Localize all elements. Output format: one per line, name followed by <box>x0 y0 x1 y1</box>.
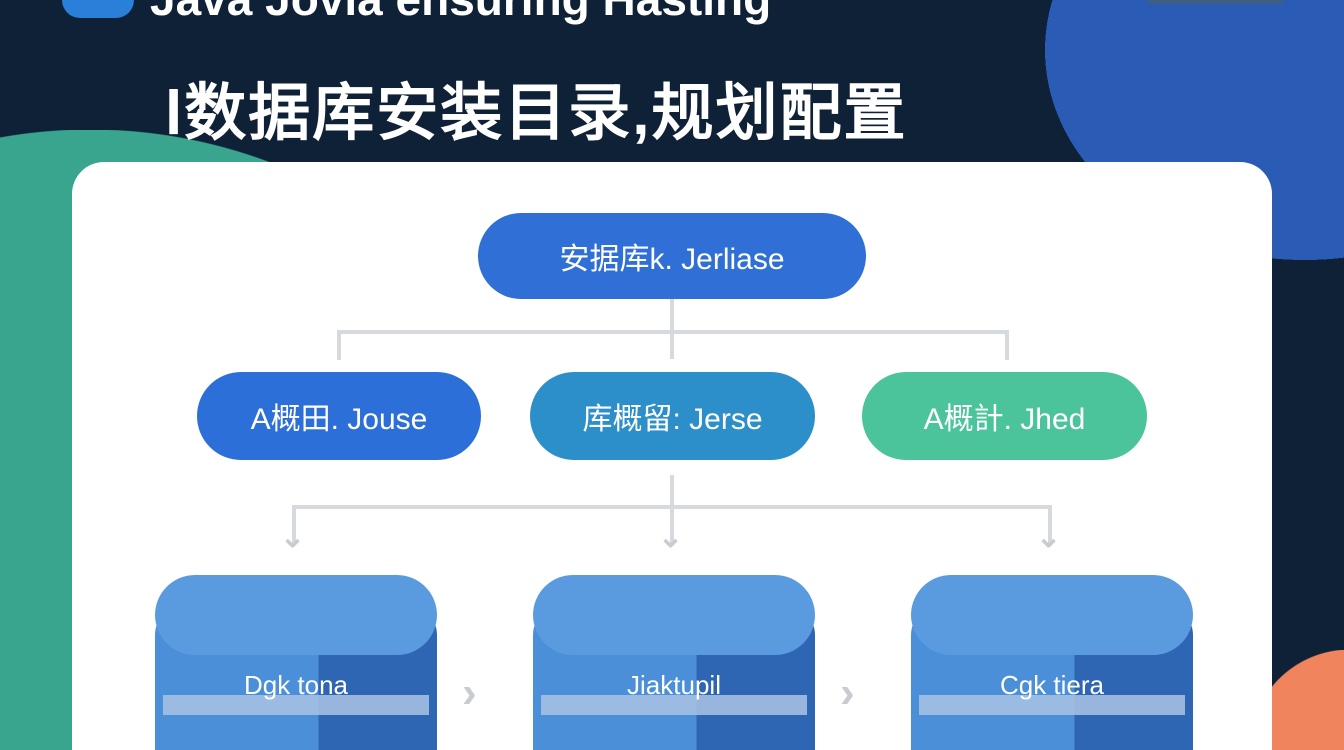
database-cylinder: Cgk tiera <box>911 575 1193 750</box>
arrow-right-icon: › <box>462 668 477 717</box>
node-left: A概田. Jouse <box>197 372 481 460</box>
root-node: 安据库k. Jerliase <box>478 213 866 299</box>
arrow-down-icon: ⌄ <box>1036 521 1062 554</box>
connector <box>1048 505 1052 545</box>
main-title: l数据库安装目录,规划配置 <box>165 79 908 148</box>
node-center: 库概留: Jerse <box>530 372 815 460</box>
arrow-down-icon: ⌄ <box>280 521 306 554</box>
node-right: A概計. Jhed <box>862 372 1147 460</box>
connector <box>670 299 674 359</box>
connector <box>292 505 1052 509</box>
database-label: Cgk tiera <box>999 670 1105 700</box>
connector <box>1005 330 1009 360</box>
connector <box>337 330 341 360</box>
database-label: Jiaktupil <box>627 670 721 700</box>
connector <box>670 475 674 545</box>
connector <box>337 330 1009 334</box>
database-cylinder: Jiaktupil <box>533 575 815 750</box>
database-cylinder: Dgk tona <box>155 575 437 750</box>
top-right-button[interactable] <box>1148 0 1283 4</box>
logo-icon <box>62 0 134 18</box>
arrow-down-icon: ⌄ <box>658 521 684 554</box>
top-title: Java Jovia ensuring Hasting <box>150 0 771 26</box>
connector <box>292 505 296 545</box>
database-label: Dgk tona <box>243 670 349 700</box>
arrow-right-icon: › <box>840 668 855 717</box>
